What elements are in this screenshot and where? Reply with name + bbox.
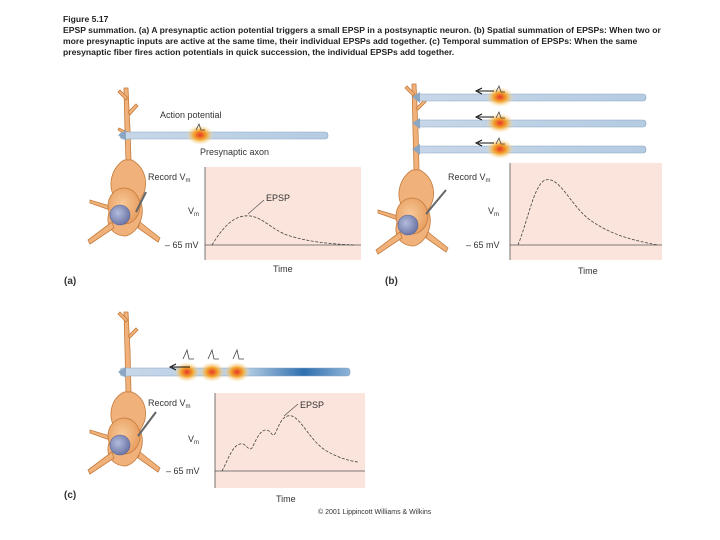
vm-graph-b: [510, 163, 662, 260]
panel-c: EPSP Record Vm Vm – 65 mV Time (c): [64, 311, 365, 504]
copyright-notice: © 2001 Lippincott Williams & Wilkins: [318, 508, 432, 516]
spike-icon-c2: [207, 348, 219, 360]
presynaptic-axon-a: [119, 131, 329, 140]
spike-icon-c1: [182, 348, 194, 360]
vm-axis-label-b: Vm: [488, 206, 499, 218]
epsp-label-c: EPSP: [300, 400, 324, 410]
epsp-pointer-c: [283, 403, 299, 417]
figure-label: Figure 5.17: [63, 14, 109, 24]
epsp-pointer-a: [247, 199, 265, 215]
panel-label-c: (c): [64, 490, 76, 501]
time-label-a: Time: [273, 264, 293, 274]
spike-icon-c3: [232, 348, 244, 360]
panel-label-b: (b): [385, 276, 398, 287]
nucleus-a: [109, 204, 131, 226]
vm-axis-label-a: Vm: [188, 206, 199, 218]
time-label-c: Time: [276, 494, 296, 504]
vm-graph-c: [215, 393, 365, 488]
presynaptic-axons-b: [412, 84, 647, 159]
synapse-terminal-a: [118, 130, 126, 141]
baseline-label-b: – 65 mV: [466, 240, 500, 250]
figure-caption: Figure 5.17 EPSP summation. (a) A presyn…: [63, 14, 675, 58]
action-potential-spot-c3: [224, 362, 250, 382]
baseline-label-c: – 65 mV: [166, 466, 200, 476]
electrode-c: [137, 411, 157, 437]
arrow-left-icon: [474, 87, 494, 95]
caption-text: EPSP summation. (a) A presynaptic action…: [63, 25, 661, 57]
panel-label-a: (a): [64, 276, 76, 287]
time-label-b: Time: [578, 266, 598, 276]
epsp-label-a: EPSP: [266, 193, 290, 203]
nucleus-b: [397, 214, 419, 236]
synapse-terminal-c: [118, 367, 126, 378]
spike-icon-a: [195, 122, 205, 131]
epsp-trace-a: [211, 215, 356, 246]
arrow-left-icon: [474, 113, 494, 121]
nucleus-c: [109, 434, 131, 456]
presynaptic-axon-label: Presynaptic axon: [200, 147, 269, 157]
panel-a: Action potential Presynaptic axon EPSP R…: [64, 87, 361, 287]
arrow-left-icon: [474, 139, 494, 147]
vm-graph-a: [205, 167, 361, 260]
arrow-left-icon: [168, 363, 190, 371]
panel-b: Record Vm Vm – 65 mV Time (b): [375, 83, 662, 287]
electrode-b: [425, 189, 447, 215]
vm-axis-label-c: Vm: [188, 434, 199, 446]
action-potential-spot-c2: [199, 362, 225, 382]
action-potential-spot-a: [186, 125, 214, 145]
summed-epsp-trace-b: [517, 179, 659, 246]
action-potential-spot-c1: [174, 362, 200, 382]
record-vm-label-b: Record Vm: [448, 172, 491, 184]
electrode-a: [135, 191, 147, 213]
record-vm-label-c: Record Vm: [148, 398, 191, 410]
baseline-label-a: – 65 mV: [165, 240, 199, 250]
summed-epsp-trace-c: [221, 415, 359, 472]
record-vm-label-a: Record Vm: [148, 172, 191, 184]
action-potential-label: Action potential: [160, 110, 222, 120]
